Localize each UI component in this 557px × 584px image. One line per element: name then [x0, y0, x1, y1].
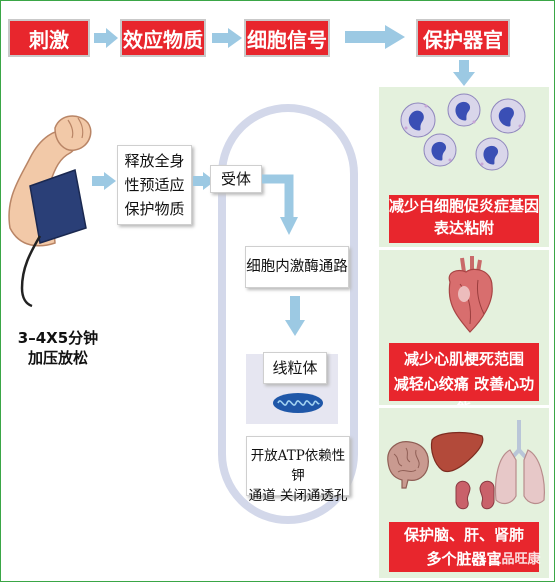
organs-label: 保护脑、肝、肾肺 多个脏器官 [389, 522, 539, 572]
step-protect: 保护器官 [416, 19, 510, 57]
arrow-elbow-icon [262, 174, 298, 235]
lungs-icon [494, 420, 545, 505]
watermark-icon [472, 553, 484, 566]
receptor-label: 受体 [220, 170, 251, 188]
step-effector: 效应物质 [120, 19, 206, 57]
release-line1: 释放全身 [124, 152, 185, 170]
arrow-right-icon [193, 172, 215, 190]
leukocyte-cells-illustration [400, 93, 526, 171]
left-caption-line2: 加压放松 [27, 349, 88, 367]
receptor-box: 受体 [210, 165, 262, 193]
leukocyte-line1: 减少白细胞促炎症基因 [389, 197, 540, 215]
pathway-box: 细胞内激酶通路 [245, 246, 349, 288]
watermark: 土品旺康 [472, 548, 541, 567]
release-line2: 性预适应 [124, 176, 185, 194]
arrow-right-icon [345, 25, 405, 49]
step-stimulus: 刺激 [8, 19, 90, 57]
left-caption-line1: 3–4X5分钟 [17, 329, 99, 347]
mitochondrion-icon [273, 393, 323, 413]
leukocyte-line2: 表达粘附 [433, 219, 494, 237]
heart-icon [448, 256, 493, 333]
release-line3: 保护物质 [124, 200, 185, 218]
organs-line1: 保护脑、肝、肾肺 [403, 526, 524, 544]
arm-cuff-illustration [8, 115, 92, 308]
step-stimulus-label: 刺激 [29, 27, 69, 52]
step-signal: 细胞信号 [244, 19, 330, 57]
release-box: 释放全身 性预适应 保护物质 [117, 145, 192, 225]
arrow-right-icon [92, 172, 116, 190]
kidney-icon [455, 480, 495, 510]
channel-line2: 通道 关闭通透孔 [248, 488, 348, 504]
step-effector-label: 效应物质 [123, 27, 203, 52]
left-caption: 3–4X5分钟 加压放松 [6, 328, 110, 368]
step-signal-label: 细胞信号 [247, 27, 327, 52]
channel-line1: 开放ATP依赖性钾 [250, 448, 346, 484]
arrow-right-icon [212, 28, 242, 48]
pathway-label: 细胞内激酶通路 [246, 259, 348, 275]
watermark-text: 土品旺康 [488, 552, 541, 567]
leukocyte-label: 减少白细胞促炎症基因 表达粘附 [389, 195, 539, 243]
heart-label: 减少心肌梗死范围 减轻心绞痛 改善心功能 [389, 343, 539, 418]
channel-box: 开放ATP依赖性钾 通道 关闭通透孔 [246, 436, 350, 504]
arrow-down-icon [285, 296, 305, 336]
mitochondria-label: 线粒体 [272, 359, 318, 377]
mitochondria-box: 线粒体 [263, 352, 327, 384]
heart-line1: 减少心肌梗死范围 [403, 350, 524, 368]
liver-icon [430, 431, 484, 473]
brain-icon [387, 441, 429, 489]
arrow-right-icon [94, 28, 118, 48]
step-protect-label: 保护器官 [423, 27, 503, 52]
arrow-down-icon [453, 60, 475, 86]
